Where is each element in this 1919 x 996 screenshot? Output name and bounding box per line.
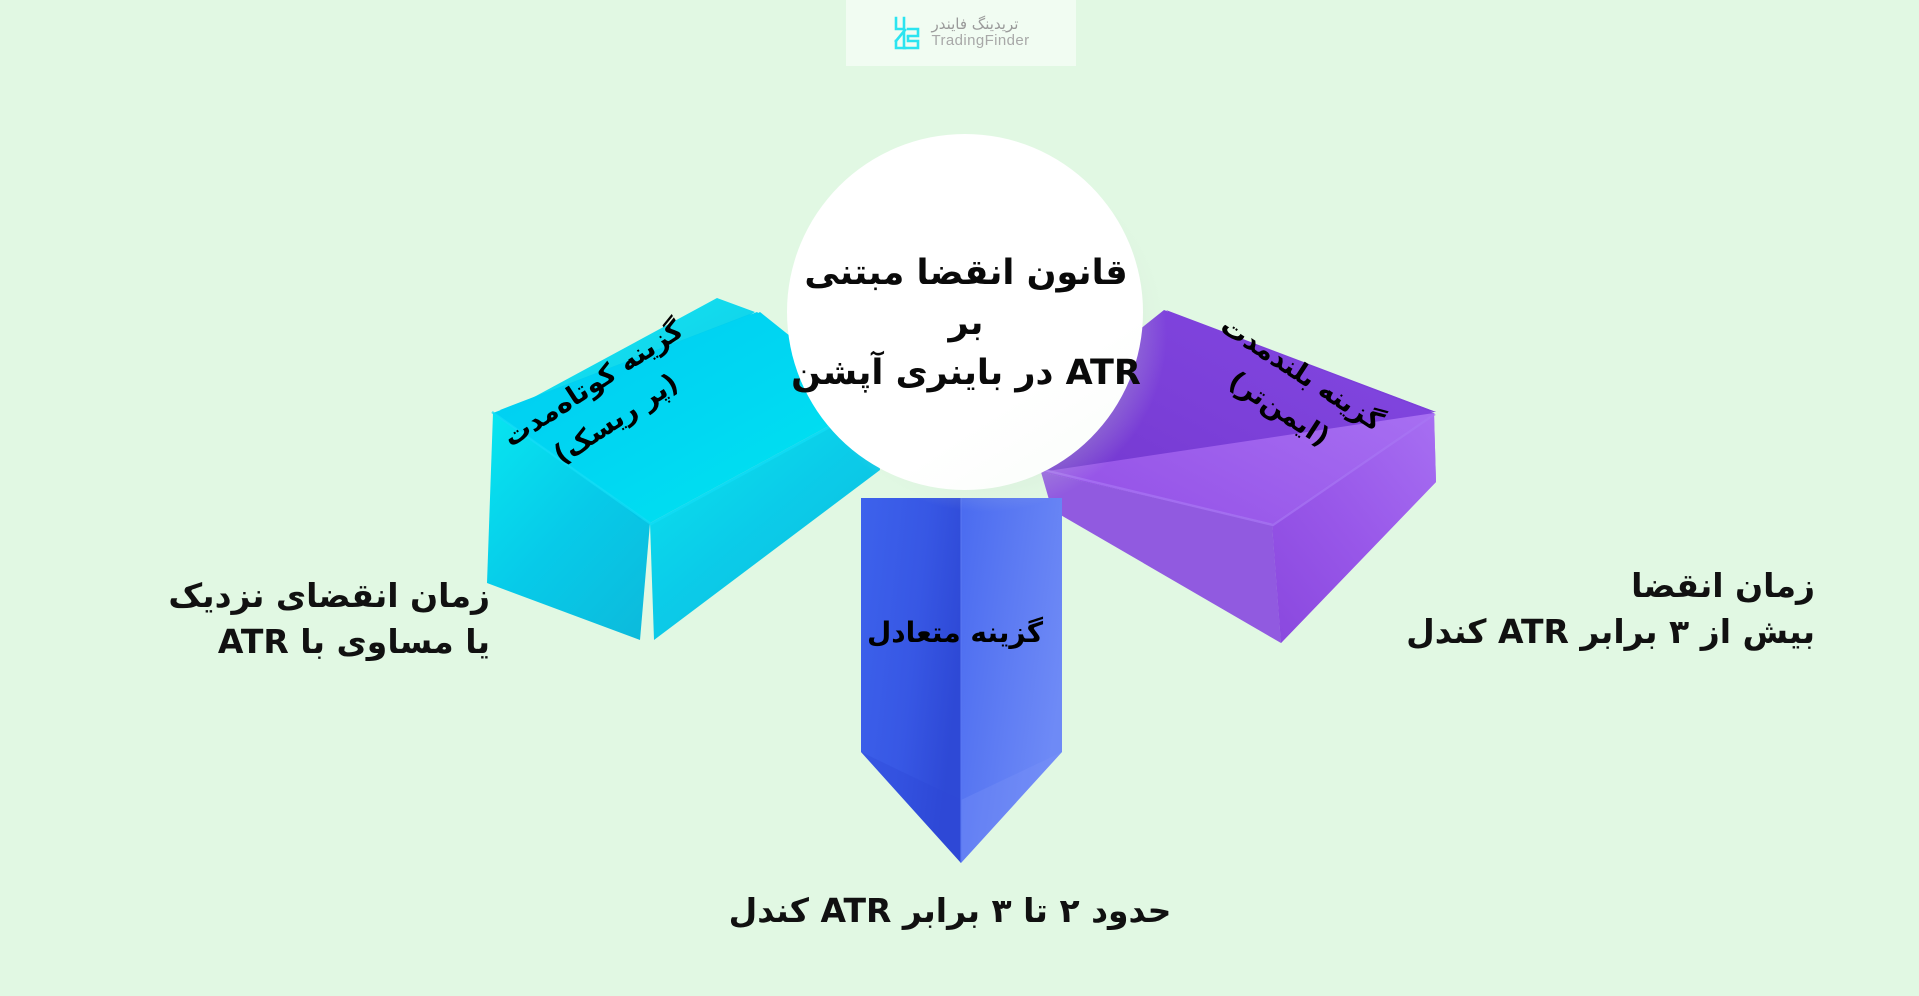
- branch-arrow-balanced: [861, 498, 1062, 863]
- watermark-text: تریدینگ فایندر TradingFinder: [931, 16, 1029, 50]
- center-circle: [787, 134, 1167, 512]
- branch-label-balanced: حدود ۲ تا ۳ برابر ATR کندل: [728, 891, 1172, 930]
- watermark-brand-en: TradingFinder: [931, 32, 1030, 49]
- watermark-brand-fa: تریدینگ فایندر: [931, 15, 1019, 34]
- branch-arrow-short-term: [487, 298, 880, 640]
- branch-label-long-term: زمان انقضا بیش از ۳ برابر ATR کندل: [1406, 566, 1815, 651]
- watermark: تریدینگ فایندر TradingFinder: [846, 0, 1076, 66]
- tradingfinder-monogram-icon: [894, 16, 920, 50]
- branch-label-short-term: زمان انقضای نزدیک یا مساوی با ATR: [168, 576, 490, 661]
